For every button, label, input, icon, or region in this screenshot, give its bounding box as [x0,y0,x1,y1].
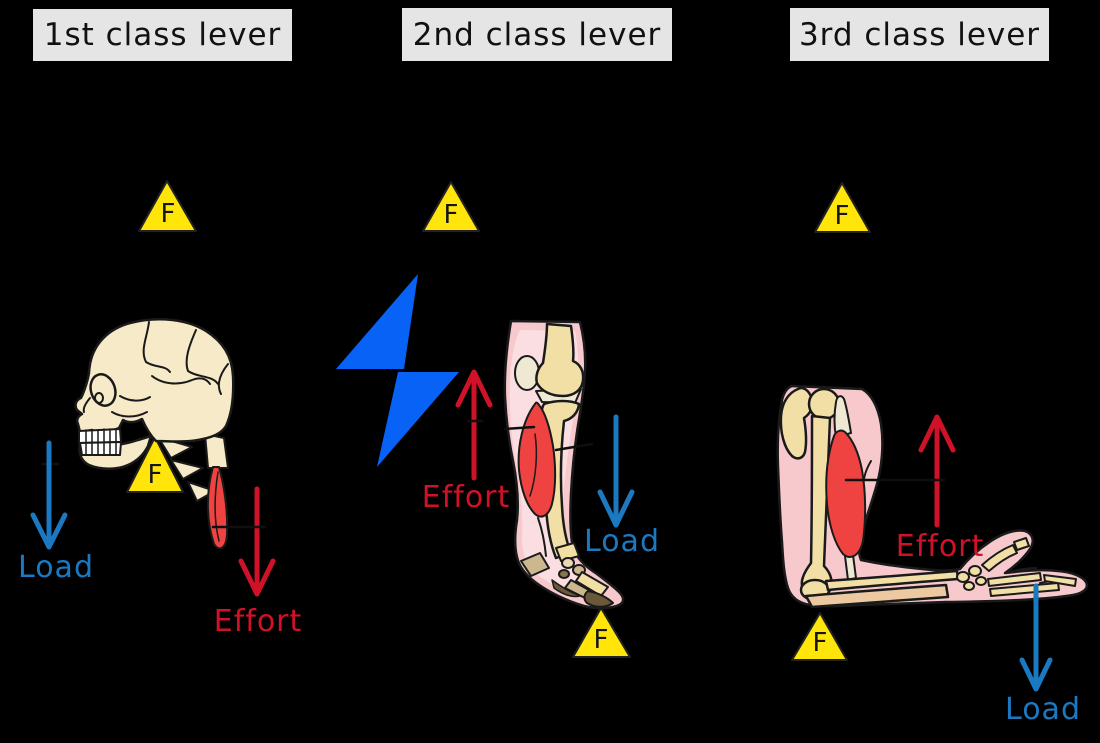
load-label: Load [18,550,94,585]
fulcrum-triangle-icon [814,182,871,233]
leg-foot-illustration [466,319,631,658]
knee-cartilage [514,355,540,391]
load-label: Load [584,524,660,559]
title-text: 2nd class lever [412,16,662,53]
eye-socket [89,373,117,407]
effort-arrow-down [238,486,276,597]
arm-bicep-illustration [776,384,1089,661]
fulcrum-letter: F [160,199,176,229]
fulcrum-triangle-icon [126,436,184,493]
finger-bones [1043,574,1077,587]
lightning-bolt-icon [336,274,459,467]
effort-arrow-up [455,369,493,481]
heel-bone [520,552,550,577]
vertebrae [170,459,204,480]
fulcrum-letter: F [834,201,850,231]
femur-bone [535,322,585,398]
fulcrum-triangle-icon [791,612,848,661]
panel-title-2nd-class: 2nd class lever [402,8,672,61]
load-arrow-down [30,440,68,550]
effort-label: Effort [895,529,985,564]
load-arrow-down [1019,583,1053,692]
achilles-tendon [537,517,547,557]
finger-bones [987,572,1042,587]
load-arrow-down [597,414,635,528]
panel-title-3rd-class: 3rd class lever [790,8,1049,61]
fulcrum-letter: F [593,625,609,655]
fulcrum-triangle-icon [138,180,197,232]
effort-label: Effort [213,604,303,639]
panel-title-1st-class: 1st class lever [33,9,292,61]
fulcrum-triangle-icon [422,181,480,232]
effort-arrow-up [918,414,956,528]
skull-outline [74,318,235,443]
neck-bone [204,433,229,469]
thumb-bones [981,544,1018,572]
title-text: 1st class lever [43,17,282,53]
sole-pad [551,579,581,598]
skull-neck-illustration [40,318,267,550]
title-text: 3rd class lever [798,16,1041,53]
fulcrum-triangle-icon [572,607,631,658]
ulna-bone [804,583,950,609]
bicep-muscle [825,429,867,558]
effort-label: Effort [421,480,511,515]
vertebrae [187,481,216,502]
load-label: Load [1005,692,1081,727]
fulcrum-letter: F [147,460,163,490]
fulcrum-letter: F [443,200,459,230]
talus-bone [555,542,580,562]
bicep-tendon [833,395,852,438]
nose-notch [82,397,91,413]
bicep-tendon [844,554,857,581]
ball-of-foot [583,590,614,608]
fulcrum-letter: F [812,628,828,658]
